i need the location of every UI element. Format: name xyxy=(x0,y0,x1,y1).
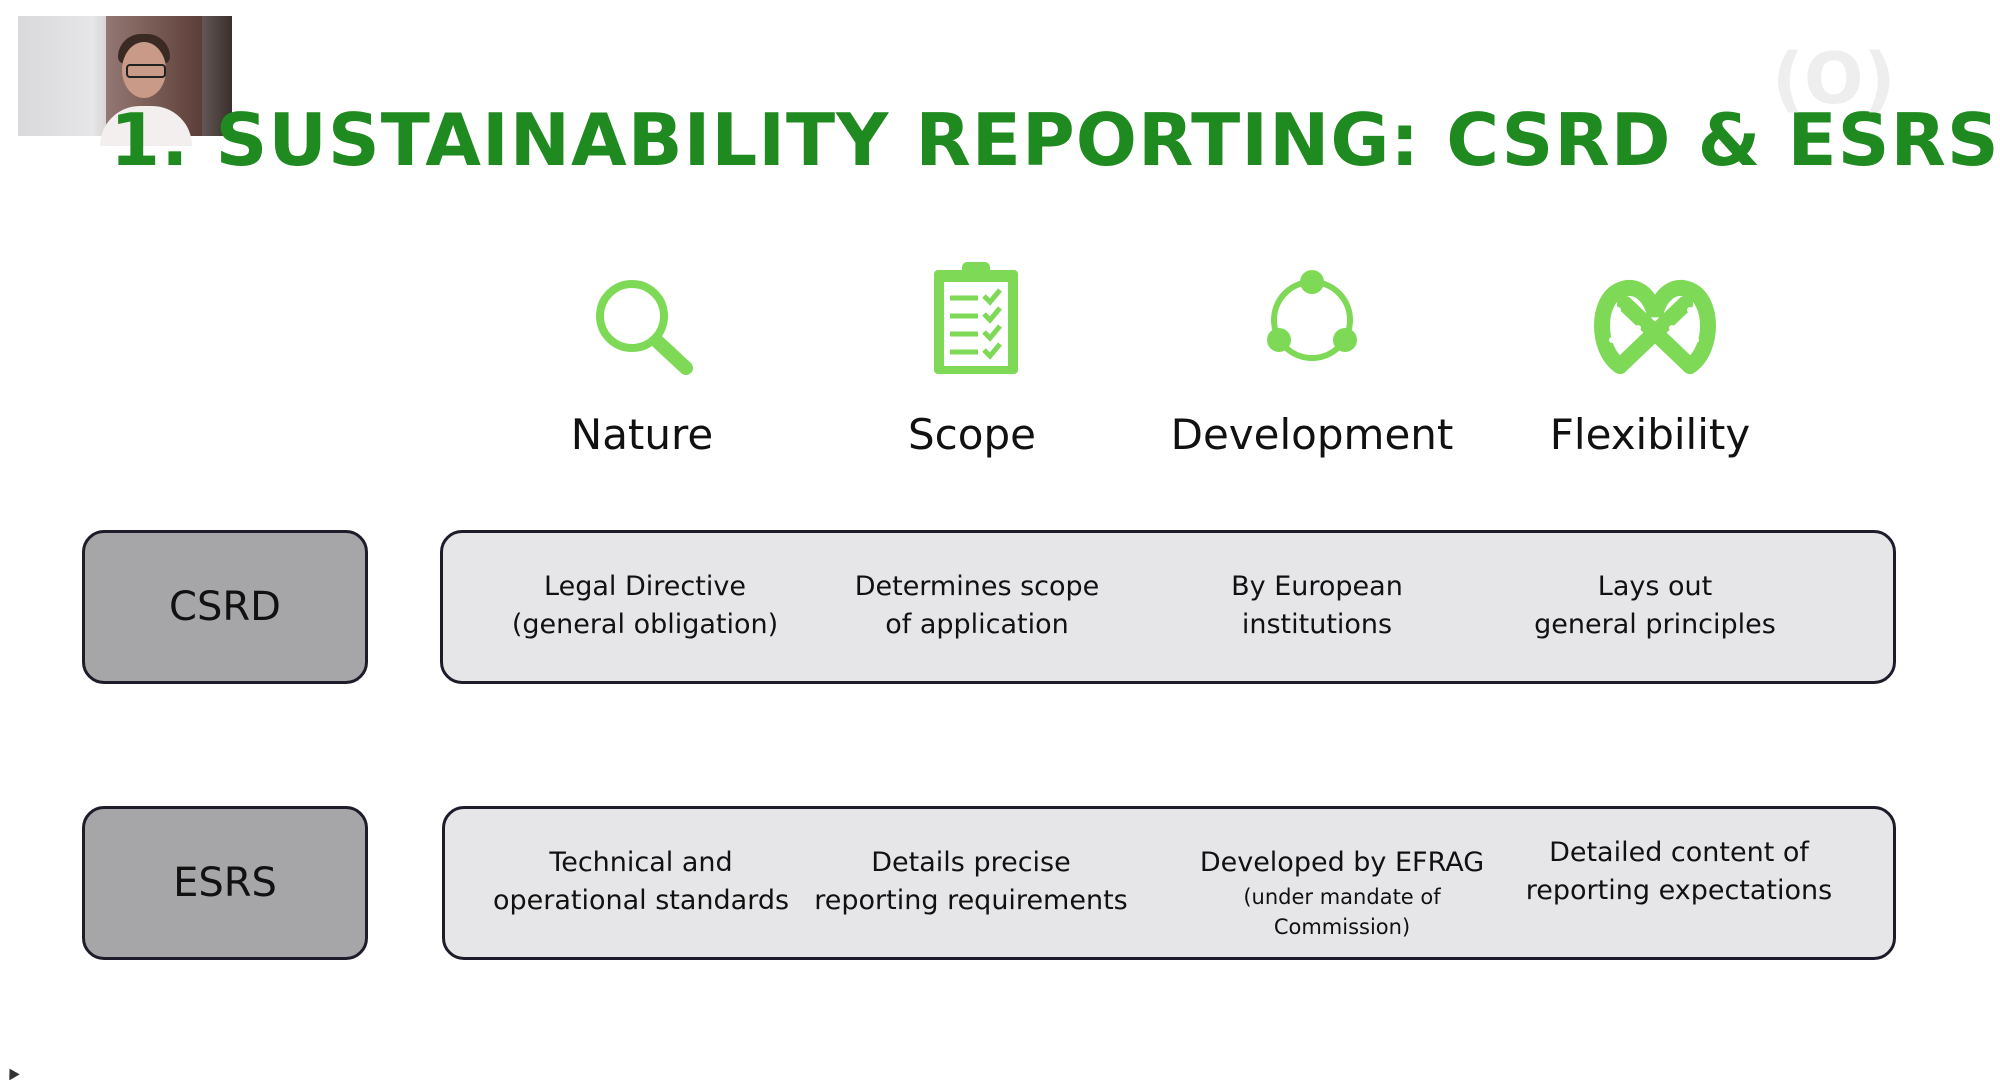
cell-line: reporting requirements xyxy=(814,885,1128,916)
csrd-flexibility-cell: Lays out general principles xyxy=(1490,568,1820,644)
esrs-details-box xyxy=(442,806,1896,960)
cell-line: institutions xyxy=(1241,609,1393,640)
esrs-nature-cell: Technical and operational standards xyxy=(476,844,806,920)
cell-line: (general obligation) xyxy=(511,609,779,640)
cell-line: Detailed content of xyxy=(1549,837,1809,868)
csrd-development-cell: By European institutions xyxy=(1152,568,1482,644)
cell-line: operational standards xyxy=(492,885,790,916)
magnifier-icon xyxy=(596,280,693,375)
cell-line: Technical and xyxy=(549,847,733,878)
csrd-details-box xyxy=(440,530,1896,684)
cell-line: Details precise xyxy=(871,847,1071,878)
csrd-scope-cell: Determines scope of application xyxy=(812,568,1142,644)
pretzel-icon xyxy=(1594,280,1716,374)
clipboard-checklist-icon xyxy=(934,262,1018,374)
presenter-glasses xyxy=(126,64,166,78)
row-label-csrd: CSRD xyxy=(82,530,368,684)
csrd-nature-cell: Legal Directive (general obligation) xyxy=(480,568,810,644)
cell-line: Developed by EFRAG xyxy=(1199,847,1485,878)
cell-subline: (under mandate of Commission) xyxy=(1243,885,1441,939)
cell-line: general principles xyxy=(1534,609,1776,640)
slide-title: 1. SUSTAINABILITY REPORTING: CSRD & ESRS xyxy=(110,98,2000,182)
cell-line: By European xyxy=(1231,571,1403,602)
column-header-scope: Scope xyxy=(908,410,1036,459)
presenter-face xyxy=(122,42,166,98)
cell-line: Determines scope xyxy=(854,571,1100,602)
cell-line: of application xyxy=(885,609,1069,640)
esrs-flexibility-cell: Detailed content of reporting expectatio… xyxy=(1514,834,1844,910)
cell-line: Legal Directive xyxy=(544,571,746,602)
cell-line: reporting expectations xyxy=(1525,875,1833,906)
esrs-scope-cell: Details precise reporting requirements xyxy=(806,844,1136,920)
column-header-development: Development xyxy=(1170,410,1454,459)
cell-line: Lays out xyxy=(1597,571,1713,602)
column-header-flexibility: Flexibility xyxy=(1549,410,1751,459)
mouse-cursor-icon xyxy=(4,1065,20,1080)
esrs-development-cell: Developed by EFRAG (under mandate of Com… xyxy=(1172,844,1512,942)
watermark-logo: (O) xyxy=(1772,38,1896,120)
presenter-webcam-thumbnail[interactable] xyxy=(18,16,232,146)
column-header-nature: Nature xyxy=(570,410,714,459)
row-label-esrs: ESRS xyxy=(82,806,368,960)
cycle-icon xyxy=(1267,270,1357,361)
